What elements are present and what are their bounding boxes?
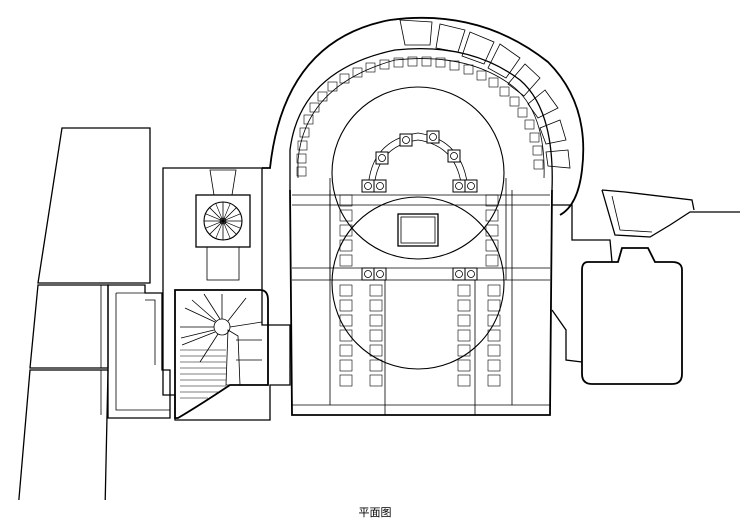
floor-plan-drawing (18, 16, 740, 500)
plan-caption: 平面图 (358, 506, 392, 519)
apse-buttress-stones (399, 19, 571, 169)
vent-fan (203, 201, 243, 241)
annex-block (107, 284, 171, 419)
east-wing (551, 189, 740, 385)
main-hall (289, 189, 553, 416)
circular-layout-rings (329, 86, 507, 370)
column-group (361, 130, 478, 281)
spiral-staircase (174, 289, 269, 419)
left-wing (18, 127, 151, 500)
service-core (162, 167, 291, 421)
inner-arch (367, 132, 469, 191)
apse-inner-stones (296, 56, 544, 177)
seat-rows (339, 194, 501, 387)
apse-walls (262, 16, 585, 216)
